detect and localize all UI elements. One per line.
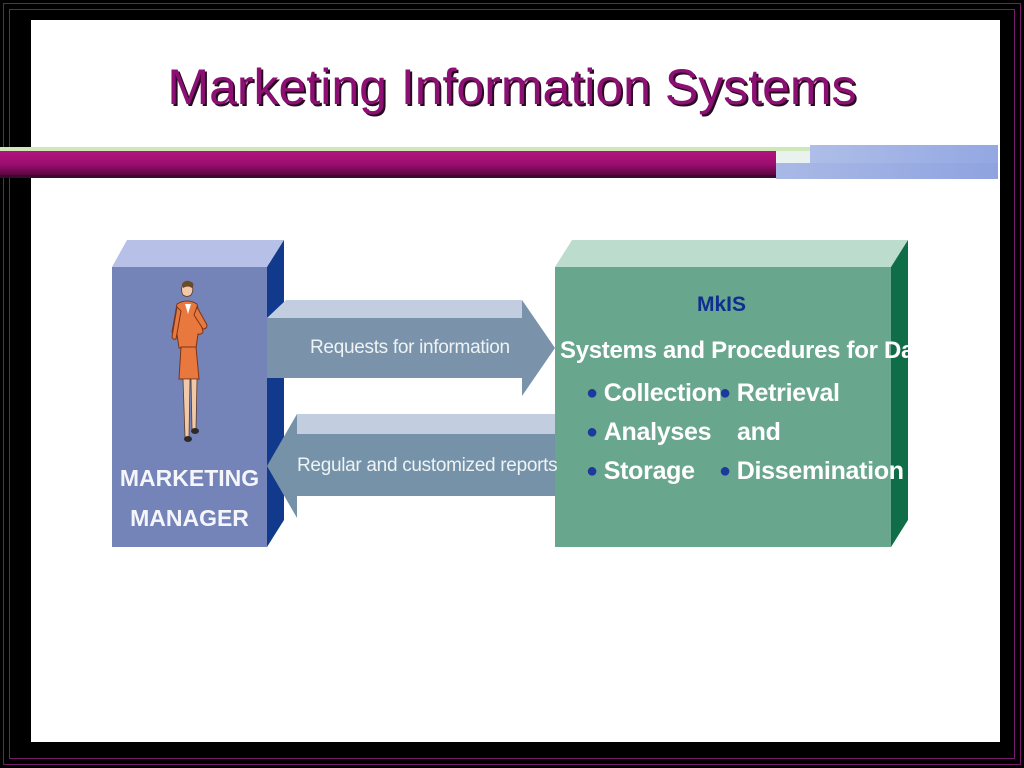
requests-arrow xyxy=(267,300,555,396)
bullet-text: Dissemination xyxy=(736,457,904,485)
mkis-title: MkIS xyxy=(697,293,747,316)
reports-arrow xyxy=(267,414,555,518)
bullet-dot-icon: ● xyxy=(719,382,731,404)
manager-label-line2: MANAGER xyxy=(130,505,249,531)
requests-arrow-body xyxy=(267,300,555,396)
requests-arrow-label: Requests for information xyxy=(310,337,510,358)
mkis-block-side xyxy=(891,240,908,547)
manager-block-side xyxy=(267,240,284,547)
requests-arrow-top xyxy=(267,300,522,318)
slide-inner-frame xyxy=(9,9,1015,759)
decor-band-blue-upper xyxy=(810,145,998,163)
bullet-text: Retrieval xyxy=(736,379,840,407)
bullet-text: and xyxy=(737,418,781,446)
bullet-dot-icon: ● xyxy=(586,421,598,443)
manager-label-line1: MARKETING xyxy=(119,465,260,491)
mkis-block xyxy=(555,240,908,547)
slide-outer-frame xyxy=(3,3,1021,765)
bullet-text: Storage xyxy=(603,457,695,485)
decor-band-magenta xyxy=(0,151,776,175)
bullet-item-right-2: and xyxy=(737,418,781,447)
reports-arrow-body xyxy=(267,414,555,518)
slide-title: Marketing Information Systems xyxy=(167,59,857,115)
bullet-text: Collection xyxy=(603,379,722,407)
manager-block-top xyxy=(112,240,284,267)
bullet-item-left-1: ●Collection xyxy=(586,379,722,408)
mkis-block-face xyxy=(555,267,891,547)
bullet-dot-icon: ● xyxy=(586,460,598,482)
mkis-subtitle: Systems and Procedures for Data: xyxy=(560,337,943,364)
mkis-block-top xyxy=(555,240,908,267)
decor-band-blue-lower xyxy=(776,163,998,179)
bullet-item-right-1: ●Retrieval xyxy=(719,379,840,408)
reports-arrow-top xyxy=(297,414,555,434)
bullet-item-right-3: ●Dissemination xyxy=(719,457,904,486)
reports-arrow-label: Regular and customized reports xyxy=(297,455,558,476)
bullet-item-left-2: ●Analyses xyxy=(586,418,711,447)
bullet-dot-icon: ● xyxy=(719,460,731,482)
decor-band-white xyxy=(776,151,810,163)
bullet-text: Analyses xyxy=(603,418,712,446)
decor-band-green xyxy=(0,147,810,151)
bullet-item-left-3: ●Storage xyxy=(586,457,695,486)
businesswoman-icon xyxy=(171,280,208,442)
bullet-dot-icon: ● xyxy=(586,382,598,404)
decor-band-shadow xyxy=(0,175,776,178)
